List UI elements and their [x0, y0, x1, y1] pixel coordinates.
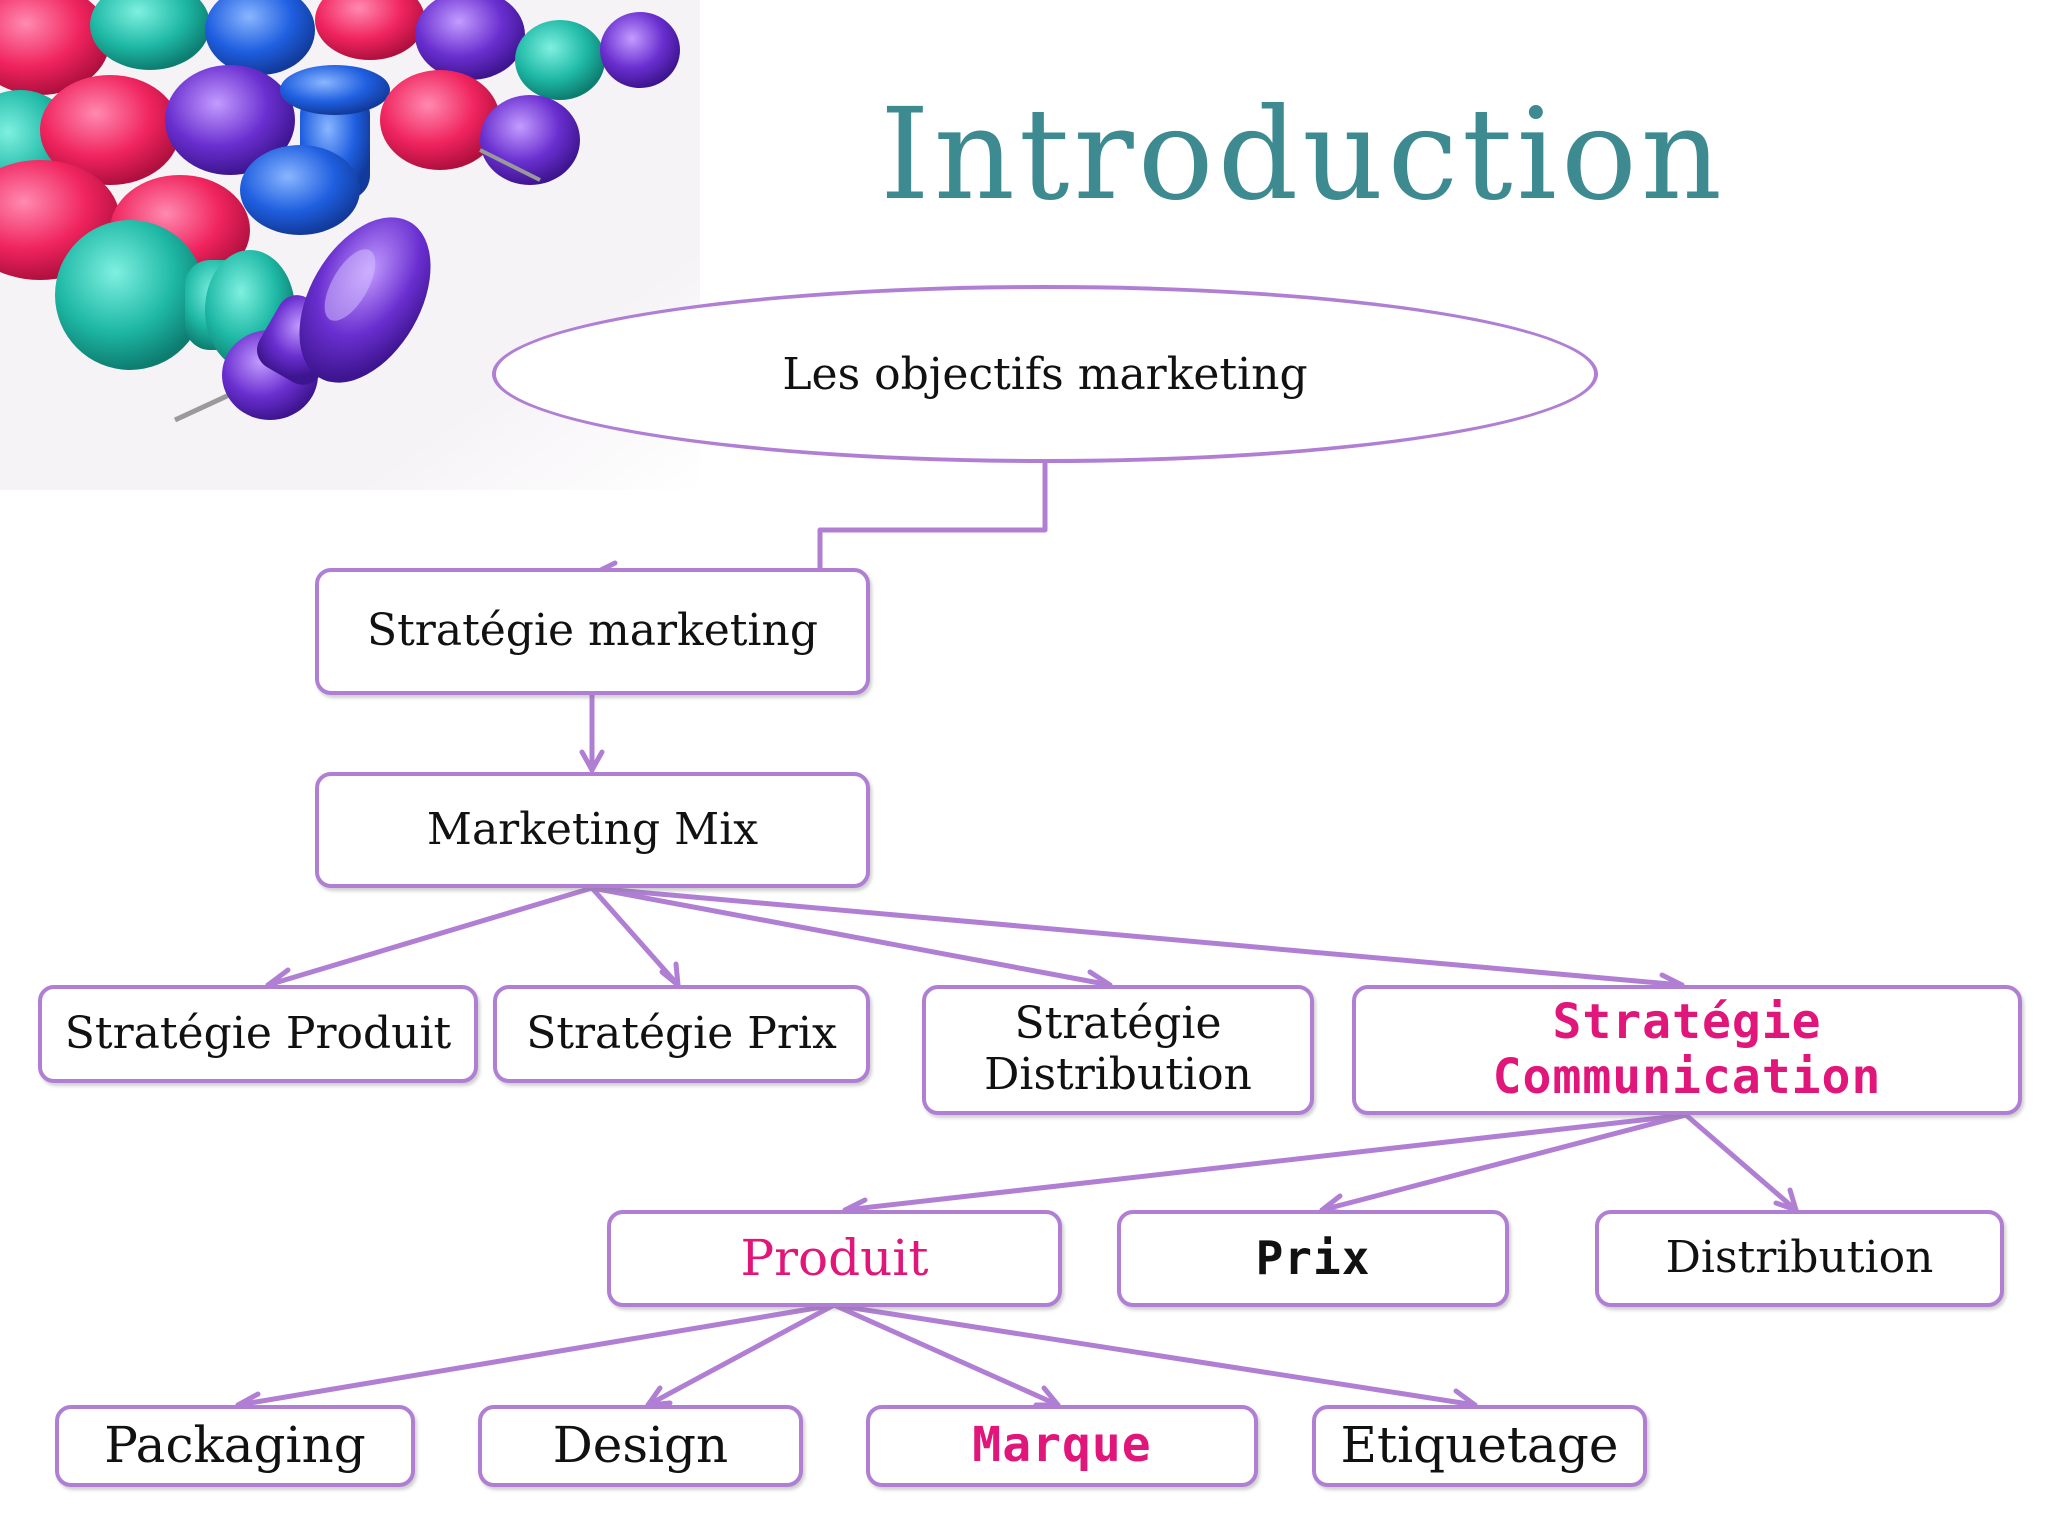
- node-mix: Marketing Mix: [315, 772, 870, 888]
- node-objectives: Les objectifs marketing: [492, 285, 1598, 463]
- connector-produit-etiquetage: [831, 1302, 1478, 1408]
- node-distribution-label: Distribution: [1665, 1232, 1934, 1284]
- connector-mix-price-strategy: [589, 885, 681, 988]
- connector-produit-marque: [831, 1302, 1061, 1408]
- node-product-strategy-label: Stratégie Produit: [64, 1007, 452, 1059]
- node-product-strategy: Stratégie Produit: [38, 985, 478, 1083]
- connector-communication-distribution: [1683, 1112, 1799, 1213]
- node-distribution-strategy: Stratégie Distribution: [922, 985, 1314, 1115]
- node-prix: Prix: [1117, 1210, 1509, 1307]
- connector-communication-prix: [1319, 1112, 1689, 1213]
- connector-communication-produit: [842, 1112, 1689, 1213]
- node-packaging-label: Packaging: [104, 1416, 366, 1475]
- connector-mix-communication-strategy: [589, 885, 1685, 988]
- node-etiquetage: Etiquetage: [1312, 1405, 1647, 1487]
- node-packaging: Packaging: [55, 1405, 415, 1487]
- arrowhead: [579, 749, 605, 773]
- node-communication-strategy-label: Stratégie Communication: [1492, 993, 1882, 1105]
- connector-objectives-strategy: [592, 460, 1048, 575]
- node-strategy-label: Stratégie marketing: [366, 605, 819, 657]
- node-design: Design: [478, 1405, 803, 1487]
- node-communication-strategy: Stratégie Communication: [1352, 985, 2022, 1115]
- node-marque: Marque: [866, 1405, 1258, 1487]
- node-distribution-strategy-label: Stratégie Distribution: [984, 998, 1252, 1100]
- node-price-strategy-label: Stratégie Prix: [526, 1007, 837, 1059]
- connector-produit-packaging: [235, 1302, 837, 1408]
- node-distribution: Distribution: [1595, 1210, 2004, 1307]
- node-etiquetage-label: Etiquetage: [1340, 1416, 1619, 1475]
- node-produit: Produit: [607, 1210, 1062, 1307]
- node-objectives-label: Les objectifs marketing: [782, 348, 1308, 400]
- node-price-strategy: Stratégie Prix: [493, 985, 870, 1083]
- connector-produit-design: [645, 1302, 837, 1408]
- slide-title: Introduction: [880, 81, 1726, 228]
- node-design-label: Design: [552, 1416, 729, 1475]
- connector-mix-distribution-strategy: [589, 885, 1113, 988]
- node-mix-label: Marketing Mix: [426, 803, 759, 855]
- node-marque-label: Marque: [972, 1417, 1152, 1474]
- node-produit-label: Produit: [740, 1228, 929, 1287]
- node-prix-label: Prix: [1255, 1231, 1371, 1286]
- push-pins-illustration: [0, 0, 700, 490]
- connector-mix-product-strategy: [265, 885, 595, 988]
- node-strategy: Stratégie marketing: [315, 568, 870, 695]
